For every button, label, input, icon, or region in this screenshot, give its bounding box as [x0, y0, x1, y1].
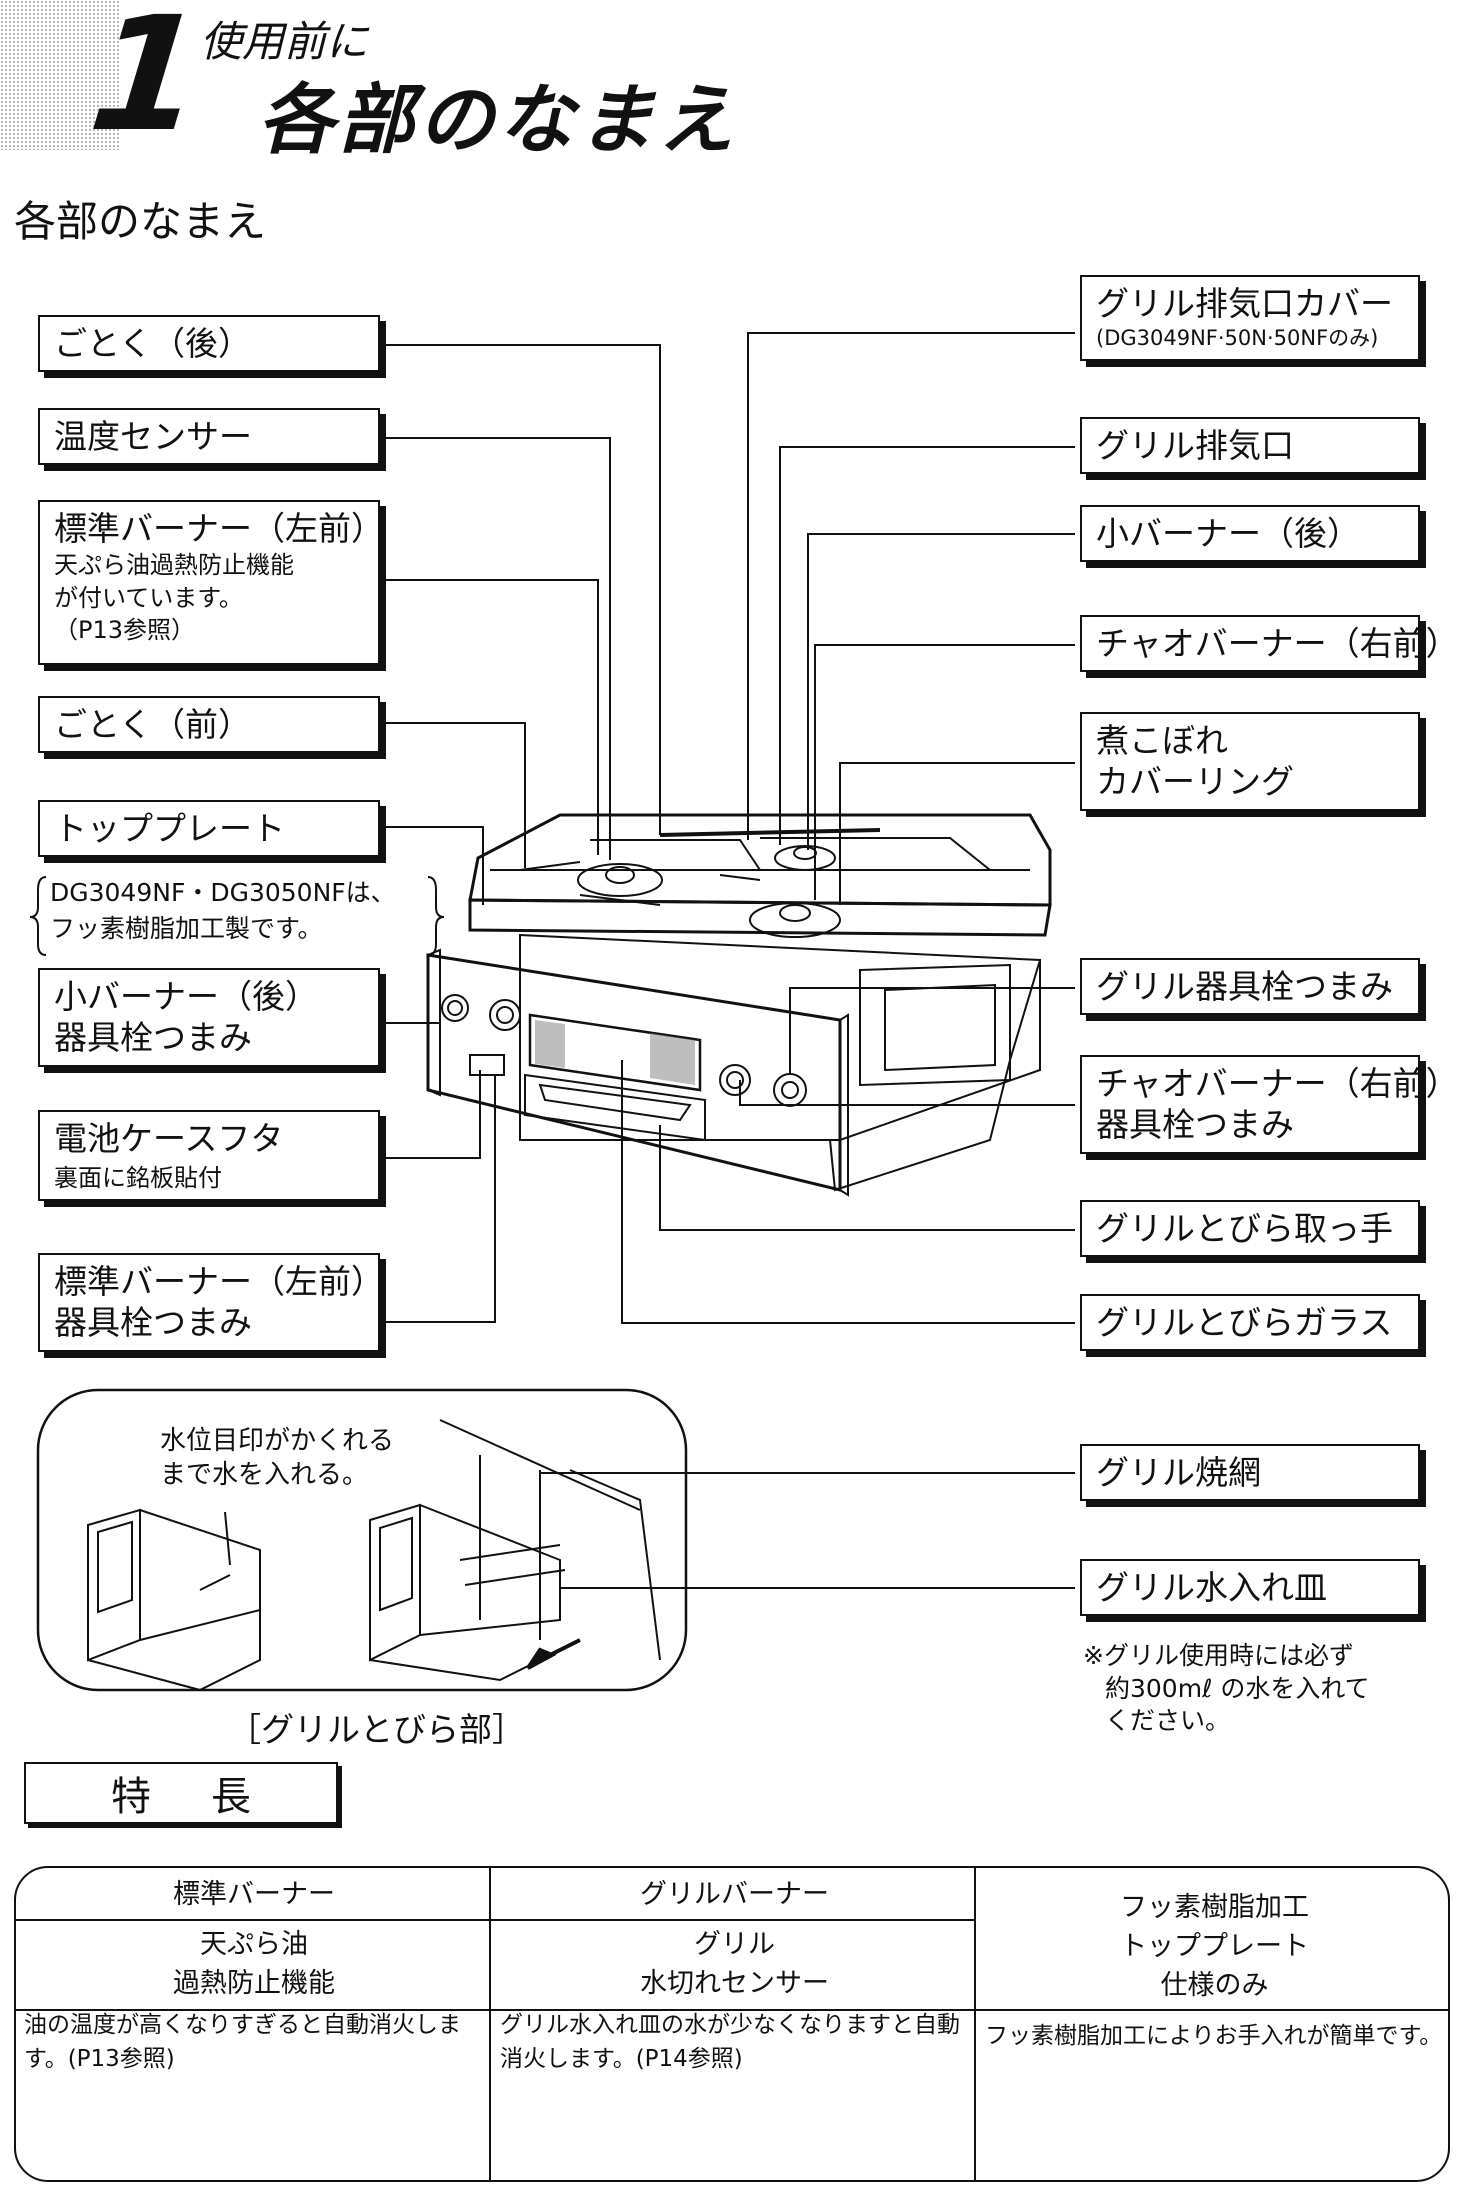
water-level-note: 水位目印がかくれる まで水を入れる。	[160, 1426, 395, 1490]
label-grill-knob: グリル器具栓つまみ	[1080, 958, 1420, 1016]
label-grill-water-tray: グリル水入れ皿	[1080, 1559, 1420, 1617]
label-battery-cover: 電池ケースフタ 裏面に銘板貼付	[38, 1110, 380, 1202]
chapter-subtitle: 使用前に	[200, 17, 369, 66]
features-table: 標準バーナー 天ぷら油 過熱防止機能 油の温度が高くなりすぎると自動消火します。…	[14, 1866, 1450, 2182]
label-gotoku-front: ごとく（前）	[38, 696, 380, 754]
chapter-title: 各部のなまえ	[258, 75, 738, 164]
feature-1-sub2: 過熱防止機能	[173, 1968, 335, 2000]
label-top-plate: トッププレート	[38, 800, 380, 858]
feature-2-desc: グリル水入れ皿の水が少なくなりますと自動消火します。(P14参照)	[500, 2012, 960, 2072]
label-gotoku-back: ごとく（後）	[38, 315, 380, 373]
label-small-burner-knob: 小バーナー（後） 器具栓つまみ	[38, 968, 380, 1067]
header-halftone	[0, 0, 120, 150]
feature-2-title: グリルバーナー	[640, 1879, 829, 1910]
section-title: 各部のなまえ	[14, 197, 267, 246]
top-plate-note: DG3049NF・DG3050NFは、 フッ素樹脂加工製です。	[50, 878, 396, 944]
feature-col-2: グリルバーナー グリル 水切れセンサー グリル水入れ皿の水が少なくなりますと自動…	[492, 1868, 977, 2180]
label-spill-cover-ring: 煮こぼれ カバーリング	[1080, 712, 1420, 811]
label-grill-door-handle: グリルとびら取っ手	[1080, 1200, 1420, 1258]
feature-3-sub2: 仕様のみ	[1160, 1970, 1269, 2002]
feature-col-1: 標準バーナー 天ぷら油 過熱防止機能 油の温度が高くなりすぎると自動消火します。…	[16, 1868, 492, 2180]
label-standard-burner: 標準バーナー（左前） 天ぷら油過熱防止機能 が付いています。 （P13参照）	[38, 500, 384, 665]
feature-1-title: 標準バーナー	[173, 1879, 335, 1910]
label-small-burner-back: 小バーナー（後）	[1080, 505, 1420, 563]
label-grill-door-glass: グリルとびらガラス	[1080, 1294, 1420, 1352]
grill-door-caption: ［グリルとびら部］	[228, 1710, 525, 1749]
feature-1-sub1: 天ぷら油	[200, 1929, 308, 1960]
label-temp-sensor: 温度センサー	[38, 408, 380, 466]
label-grill-exhaust-cover: グリル排気口カバー (DG3049NF·50N·50NFのみ)	[1080, 275, 1420, 361]
label-grill-net: グリル焼網	[1080, 1444, 1420, 1502]
feature-2-sub1: グリル	[694, 1929, 775, 1960]
grill-tray-note: ※グリル使用時には必ず 約300mℓ の水を入れて ください。	[1083, 1641, 1370, 1735]
label-chao-burner-knob: チャオバーナー（右前） 器具栓つまみ	[1080, 1055, 1459, 1154]
feature-1-desc: 油の温度が高くなりすぎると自動消火します。(P13参照)	[24, 2012, 461, 2072]
features-heading: 特長	[24, 1762, 338, 1824]
label-chao-burner: チャオバーナー（右前）	[1080, 615, 1459, 673]
label-standard-burner-knob: 標準バーナー（左前） 器具栓つまみ	[38, 1253, 384, 1352]
feature-2-sub2: 水切れセンサー	[640, 1968, 829, 2000]
feature-3-desc: フッ素樹脂加工によりお手入れが簡単です。	[985, 2023, 1443, 2050]
feature-col-3: フッ素樹脂加工 トッププレート 仕様のみ フッ素樹脂加工によりお手入れが簡単です…	[977, 1868, 1448, 2180]
feature-3-sub1: トッププレート	[1120, 1931, 1309, 1963]
feature-3-title: フッ素樹脂加工	[1120, 1892, 1309, 1923]
label-grill-exhaust: グリル排気口	[1080, 417, 1420, 475]
